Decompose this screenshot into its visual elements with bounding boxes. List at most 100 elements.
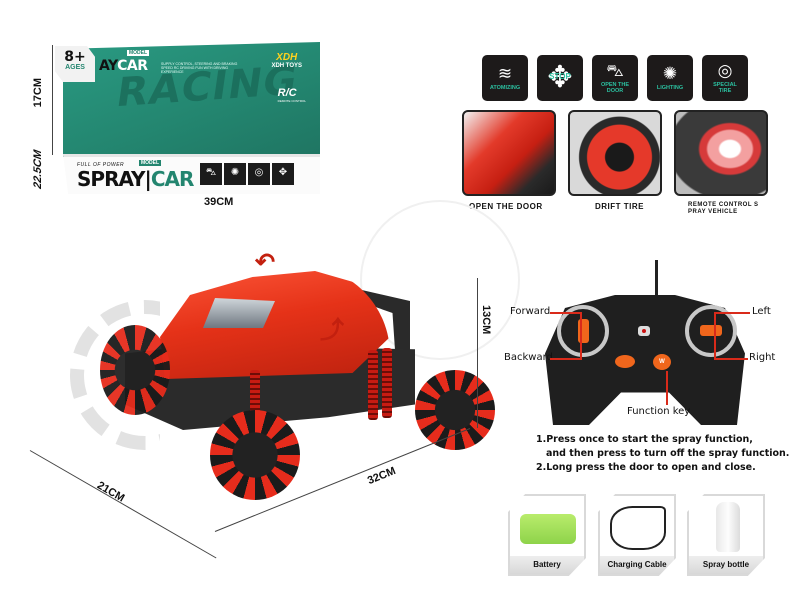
feature-label: ATOMIZING — [489, 85, 521, 91]
product-box: RACING MODEL AYCAR SUPPLY CONTROL, STEER… — [55, 42, 320, 197]
accessory-spray-bottle: Spray bottle — [687, 494, 765, 576]
age-badge: 8+ AGES — [55, 46, 95, 82]
battery-icon — [520, 514, 576, 544]
box-title-small-car: CAR — [117, 58, 148, 74]
box-width-dimension: 39CM — [204, 196, 234, 208]
callout-left: Left — [752, 306, 771, 317]
brand-logo: XDH XDH TOYS — [271, 52, 302, 69]
car-height-line — [477, 278, 478, 428]
door-up-arrow-icon: ⤴ — [320, 317, 344, 344]
callout-function-key: Function key — [627, 406, 691, 417]
feature-label: STOP — [549, 72, 571, 81]
box-height-line — [52, 45, 53, 155]
rc-mark-sub: REMOTE CONTROL — [277, 99, 306, 103]
car-doors-open-icon: ⛍ — [606, 61, 624, 80]
box-title-small-spray: AY — [99, 58, 118, 74]
callout-line — [714, 358, 748, 360]
usb-cable-icon — [610, 506, 666, 550]
callout-right: Right — [749, 352, 776, 363]
box-title-divider: | — [144, 167, 152, 191]
feature-open-door: ⛍ OPEN THE DOOR — [592, 55, 638, 101]
shock-absorber — [250, 370, 260, 425]
box-title: SPRAY|CAR — [77, 167, 195, 191]
callout-line — [666, 371, 668, 405]
tire-icon: ◎ — [717, 61, 733, 80]
spray-mist-icon: ≋ — [497, 64, 513, 83]
instruction-line-1: 1.Press once to start the spray function… — [536, 434, 753, 445]
feature-stop: ✥ STOP — [537, 55, 583, 101]
car-body — [160, 271, 390, 379]
callout-line — [714, 312, 716, 358]
shock-absorber — [382, 348, 392, 418]
multi-direction-arrows-icon: ✥ — [547, 61, 573, 94]
callout-line — [550, 312, 582, 314]
box-feature-icons: ⛍ ✺ ◎ ✥ — [200, 163, 294, 185]
accessory-label: Charging Cable — [600, 556, 674, 574]
feature-label: SPECIAL TIRE — [713, 82, 737, 94]
instruction-line-3: 2.Long press the door to open and close. — [536, 462, 756, 473]
car-illustration: ↶ ⤴ — [30, 200, 520, 530]
mecanum-wheel-front-left — [100, 325, 170, 415]
age-label: AGES — [65, 64, 85, 71]
feature-special-tire: ◎ SPECIAL TIRE — [702, 55, 748, 101]
box-model-tag: MODEL — [139, 160, 162, 166]
feature-label: LIGHTING — [656, 85, 684, 91]
car-height-dimension: 13CM — [480, 305, 492, 335]
photo-caption-drift-tire: DRIFT TIRE — [595, 202, 644, 211]
photo-spray-vehicle — [674, 110, 768, 196]
box-title-small: AYCAR — [99, 58, 148, 74]
arrows-icon: ✥ — [272, 163, 294, 185]
feature-atomizing: ≋ ATOMIZING — [482, 55, 528, 101]
accessory-label: Battery — [510, 556, 584, 574]
bottle-icon — [716, 502, 740, 552]
box-depth-dimension: 22.5CM — [32, 147, 44, 191]
left-stick-ring — [557, 305, 609, 357]
feature-photos — [462, 110, 768, 196]
shock-absorber — [368, 350, 378, 420]
brand-logo-mark: XDH — [276, 52, 298, 63]
door-open-arrow-icon: ↶ — [255, 249, 276, 276]
controller-antenna — [655, 260, 658, 295]
photo-drift-tire — [568, 110, 662, 196]
box-slogan: FULL OF POWER — [77, 162, 125, 168]
steering-stick[interactable] — [700, 325, 722, 336]
callout-line — [714, 312, 750, 314]
box-height-dimension: 17CM — [32, 78, 44, 108]
box-top-panel: RACING MODEL AYCAR SUPPLY CONTROL, STEER… — [63, 42, 320, 157]
usage-instructions: 1.Press once to start the spray function… — [536, 433, 789, 475]
function-key-button[interactable]: W — [653, 354, 671, 370]
instruction-line-2: and then press to turn off the spray fun… — [546, 448, 790, 459]
brand-logo-text: XDH TOYS — [271, 63, 302, 69]
mecanum-wheel-front-right — [210, 410, 300, 500]
box-model-tag-small: MODEL — [127, 50, 150, 56]
photo-caption-open-door: OPEN THE DOOR — [469, 202, 543, 211]
remote-controller: W — [545, 290, 745, 430]
photo-open-door — [462, 110, 556, 196]
box-fine-print: SUPPLY CONTROL, STEERING AND BRAKING SPE… — [161, 62, 238, 74]
accessory-battery: Battery — [508, 494, 586, 576]
speedometer-watermark — [360, 200, 520, 360]
door-button[interactable] — [615, 355, 635, 368]
callout-line — [550, 358, 582, 360]
tire-icon: ◎ — [248, 163, 270, 185]
feature-label: OPEN THE DOOR — [600, 82, 630, 94]
throttle-stick[interactable] — [578, 319, 589, 343]
feature-icons-row: ≋ ATOMIZING ✥ STOP ⛍ OPEN THE DOOR ✺ LIG… — [482, 55, 748, 101]
lightbulb-icon: ✺ — [224, 163, 246, 185]
mecanum-wheel-rear-right — [415, 370, 495, 450]
car-door-icon: ⛍ — [200, 163, 222, 185]
feature-lighting: ✺ LIGHTING — [647, 55, 693, 101]
accessory-charging-cable: Charging Cable — [598, 494, 676, 576]
rc-mark: R/C REMOTE CONTROL — [278, 87, 306, 103]
box-title-car: CAR — [150, 167, 195, 191]
accessory-label: Spray bottle — [689, 556, 763, 574]
photo-caption-spray-vehicle: REMOTE CONTROL S PRAY VEHICLE — [688, 202, 759, 215]
callout-forward: Forward — [510, 306, 551, 317]
callout-backward: Backward — [504, 352, 553, 363]
box-title-spray: SPRAY — [77, 167, 146, 191]
right-stick-ring — [685, 305, 737, 357]
callout-line — [580, 312, 582, 358]
car-windshield — [203, 298, 275, 328]
box-front-panel: FULL OF POWER MODEL SPRAY|CAR ⛍ ✺ ◎ ✥ — [63, 154, 320, 194]
age-value: 8+ — [64, 49, 86, 65]
